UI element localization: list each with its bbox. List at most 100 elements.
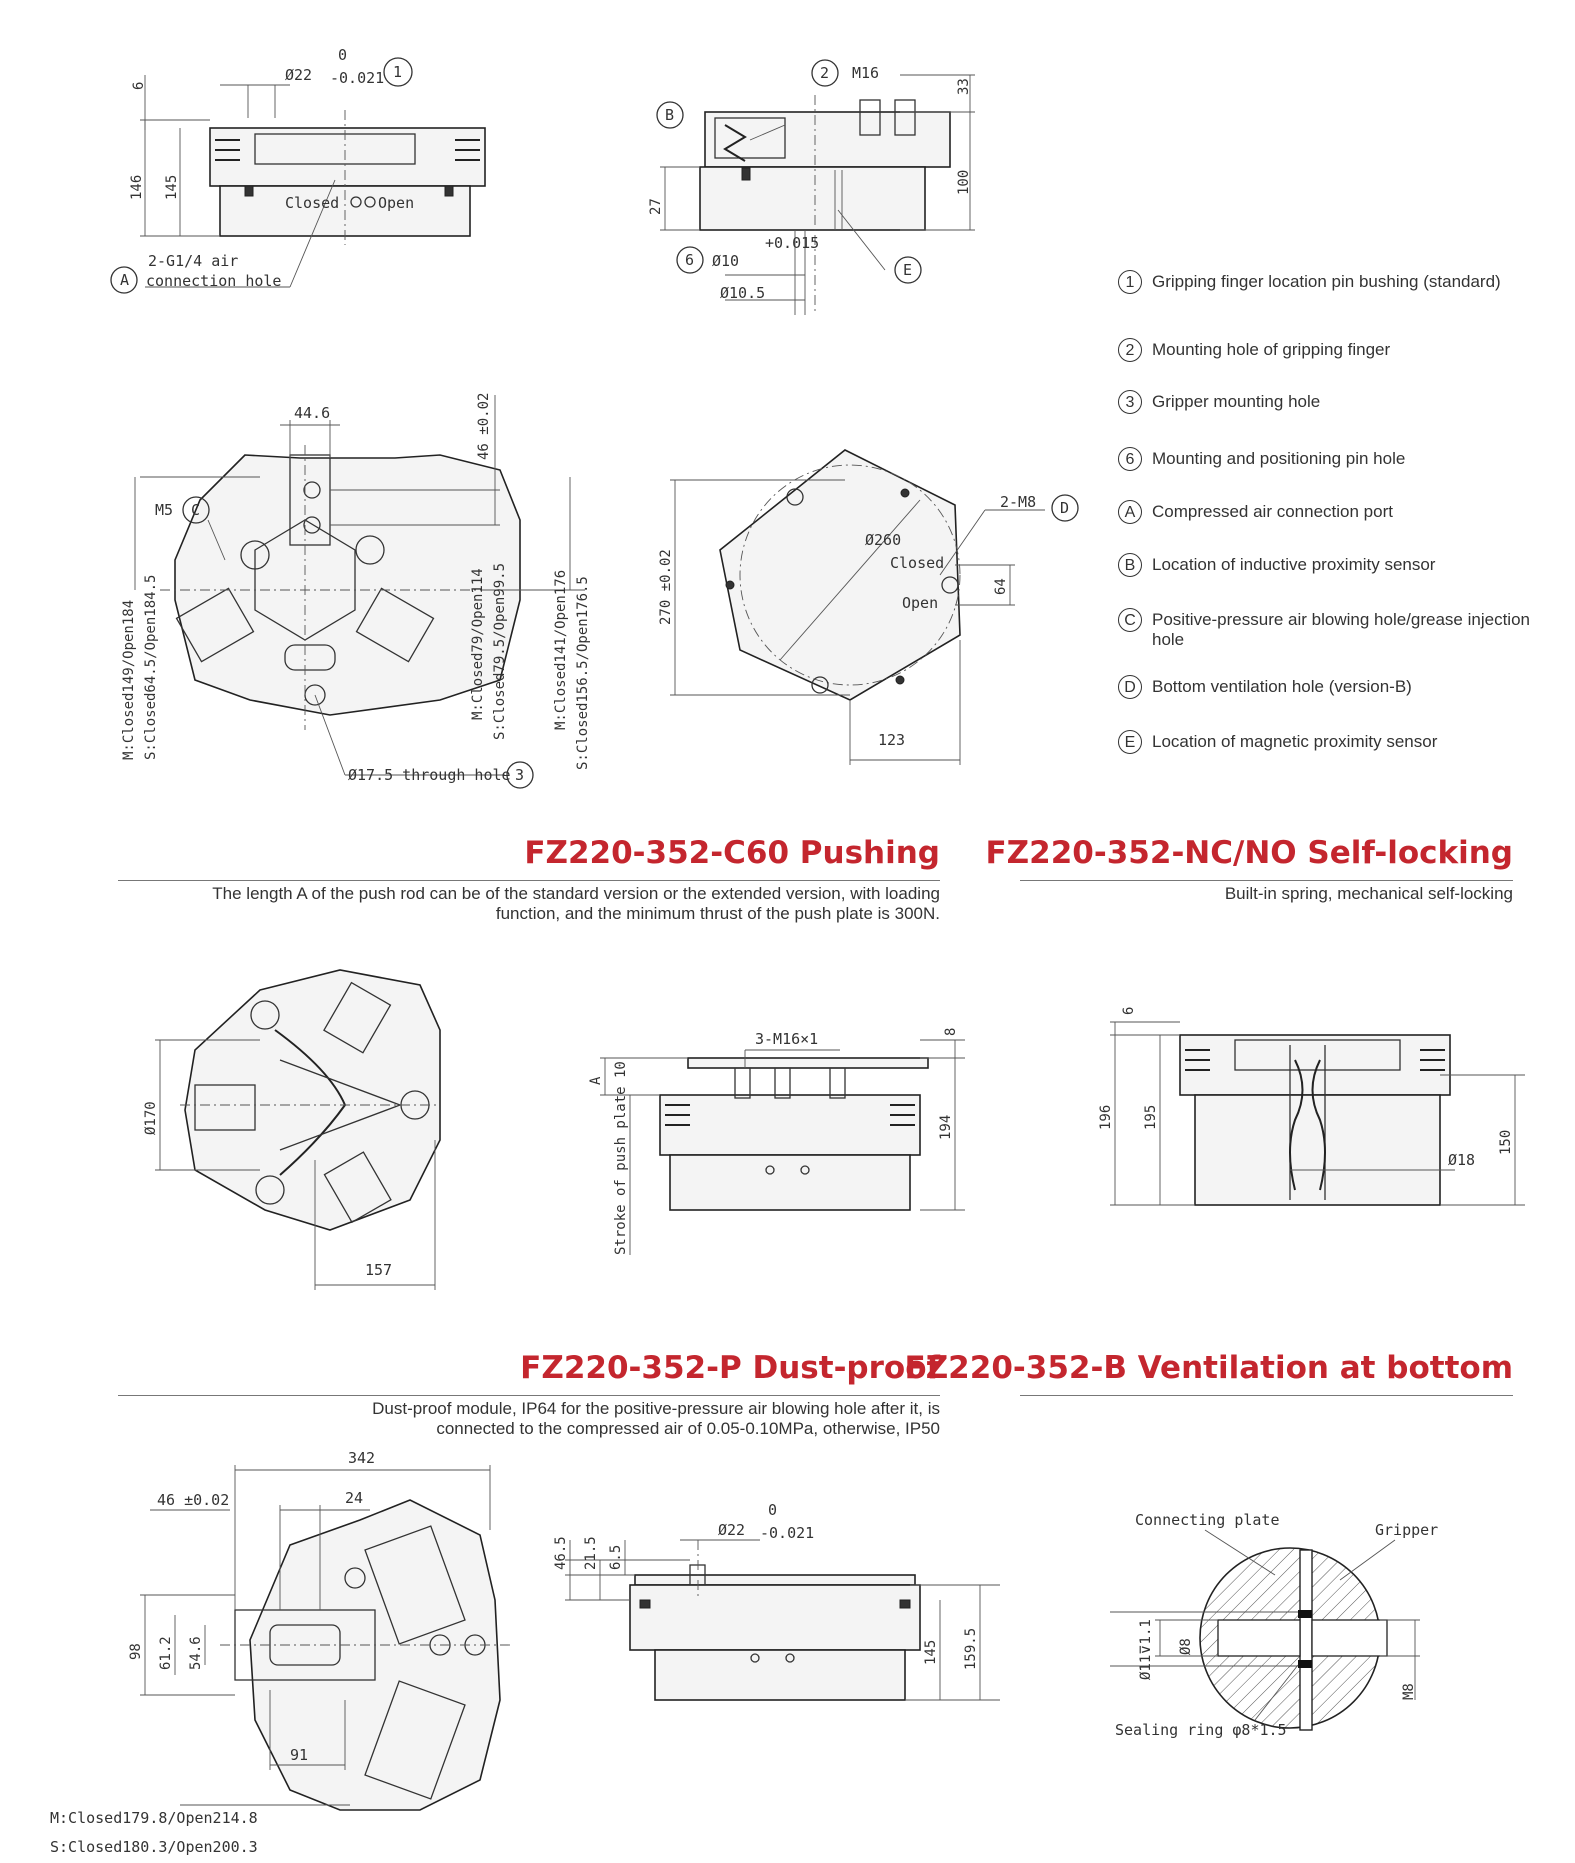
legend-text: Bottom ventilation hole (version-B) bbox=[1152, 677, 1412, 696]
dim-146-label: 146 bbox=[129, 175, 145, 200]
legend-text: Positive-pressure air blowing hole/greas… bbox=[1152, 610, 1530, 649]
tol-021-2: -0.021 bbox=[760, 1524, 814, 1542]
through-hole-label: Ø17.5 through hole bbox=[348, 766, 511, 784]
dim-6b-label: 6 bbox=[1121, 1007, 1137, 1015]
mc114-label: M:Closed79/Open114 bbox=[470, 568, 486, 720]
legend-num: 3 bbox=[1118, 390, 1142, 414]
legend-item-D: D Bottom ventilation hole (version-B) bbox=[1118, 675, 1558, 699]
selflock-side-view: Ø18 6 196 195 150 bbox=[1098, 1007, 1525, 1206]
m16-label: M16 bbox=[852, 64, 879, 82]
legend-item-3: 3 Gripper mounting hole bbox=[1118, 390, 1558, 414]
dim-24-label: 24 bbox=[345, 1489, 363, 1507]
legend-num: 6 bbox=[1118, 447, 1142, 471]
legend-item-1: 1 Gripping finger location pin bushing (… bbox=[1118, 270, 1558, 316]
d22-label: Ø22 bbox=[285, 66, 312, 84]
section-desc-pushing-line1: The length A of the push rod can be of t… bbox=[212, 884, 940, 903]
m8-label: M8 bbox=[1401, 1683, 1417, 1700]
legend-text: Mounting hole of gripping finger bbox=[1152, 340, 1391, 359]
legend-item-E: E Location of magnetic proximity sensor bbox=[1118, 730, 1558, 754]
tol-015: +0.015 bbox=[765, 234, 819, 252]
closed-label: Closed bbox=[285, 194, 339, 212]
dim-270-label: 270 ±0.02 bbox=[658, 549, 674, 625]
section-rule-ventilation bbox=[1020, 1395, 1513, 1396]
dim-195-label: 195 bbox=[1143, 1105, 1159, 1130]
pushing-side-view: 3-M16×1 8 A Stroke of push plate 10 194 bbox=[588, 1028, 965, 1255]
section-desc-dustproof-line2: connected to the compressed air of 0.05-… bbox=[436, 1419, 940, 1438]
legend-text: Gripper mounting hole bbox=[1152, 392, 1321, 411]
label-2: 2 bbox=[820, 64, 829, 82]
label-D: D bbox=[1060, 499, 1069, 517]
dim-46-5-label: 46.5 bbox=[553, 1536, 569, 1570]
section-title-ventilation: FZ220-352-B Ventilation at bottom bbox=[904, 1350, 1513, 1386]
top-view-hexagon: 3 C M5 44.6 Ø17.5 through hole 46 ±0.02 … bbox=[121, 393, 591, 789]
mc176-label: M:Closed141/Open176 bbox=[553, 570, 569, 730]
dustproof-side-view: Ø22 0 -0.021 46.5 21.5 6.5 145 159.5 bbox=[553, 1501, 1000, 1701]
dim-33-label: 33 bbox=[956, 78, 972, 95]
dim-100-label: 100 bbox=[956, 170, 972, 195]
dim-159-5-label: 159.5 bbox=[963, 1628, 979, 1670]
dim-123-label: 123 bbox=[878, 731, 905, 749]
legend-num: D bbox=[1118, 675, 1142, 699]
label-E: E bbox=[903, 261, 912, 279]
dim-150-label: 150 bbox=[1498, 1130, 1514, 1155]
dim-145b-label: 145 bbox=[923, 1640, 939, 1665]
dim-194-label: 194 bbox=[938, 1115, 954, 1140]
gripper-label: Gripper bbox=[1375, 1521, 1438, 1539]
legend-item-A: A Compressed air connection port bbox=[1118, 500, 1558, 524]
section-desc-selflock: Built-in spring, mechanical self-locking bbox=[1020, 884, 1513, 904]
dim-6-label: 6 bbox=[131, 82, 147, 90]
stroke-label: Stroke of push plate 10 bbox=[613, 1061, 629, 1255]
sc184-label: S:Closed64.5/Open184.5 bbox=[143, 575, 159, 760]
label-B: B bbox=[665, 106, 674, 124]
sc200-label: S:Closed180.3/Open200.3 bbox=[50, 1838, 258, 1856]
tol-0: 0 bbox=[338, 46, 347, 64]
section-title-dustproof: FZ220-352-P Dust-proof bbox=[520, 1350, 940, 1386]
tol-0-2: 0 bbox=[768, 1501, 777, 1519]
legend-num: 1 bbox=[1118, 270, 1142, 294]
dim-A-label: A bbox=[588, 1076, 604, 1085]
bottom-view-hexagon: D 2-M8 Ø260 Closed Open 123 270 ±0.02 64 bbox=[658, 449, 1079, 765]
section-desc-dustproof-line1: Dust-proof module, IP64 for the positive… bbox=[372, 1399, 940, 1418]
dustproof-top-view: 342 46 ±0.02 24 91 M:Closed179.8/Open214… bbox=[50, 1449, 510, 1856]
dim-46-tol-label: 46 ±0.02 bbox=[476, 393, 492, 460]
section-rule-dustproof bbox=[118, 1395, 940, 1396]
mc184-label: M:Closed149/Open184 bbox=[121, 600, 137, 760]
closed-label-2: Closed bbox=[890, 554, 944, 572]
ventilation-detail: Connecting plate Gripper Sealing ring φ8… bbox=[1110, 1511, 1438, 1739]
section-desc-pushing: The length A of the push rod can be of t… bbox=[118, 884, 940, 924]
d18-label: Ø18 bbox=[1448, 1151, 1475, 1169]
dim-64-label: 64 bbox=[993, 578, 1009, 595]
section-view-sensor: B 2 6 E M16 Ø10 +0.015 Ø10.5 33 100 27 bbox=[648, 59, 975, 315]
legend-item-6: 6 Mounting and positioning pin hole bbox=[1118, 447, 1558, 471]
m16x1-label: 3-M16×1 bbox=[755, 1030, 818, 1048]
legend-text: Mounting and positioning pin hole bbox=[1152, 449, 1406, 468]
dim-54-6-label: 54.6 bbox=[188, 1636, 204, 1670]
legend-num: A bbox=[1118, 500, 1142, 524]
legend-item-2: 2 Mounting hole of gripping finger bbox=[1118, 338, 1558, 362]
dim-46b-label: 46 ±0.02 bbox=[157, 1491, 229, 1509]
d170-label: Ø170 bbox=[143, 1101, 159, 1135]
sc99-label: S:Closed79.5/Open99.5 bbox=[492, 563, 508, 740]
air-hole-label-2: connection hole bbox=[146, 272, 281, 290]
legend-num: 2 bbox=[1118, 338, 1142, 362]
section-title-pushing: FZ220-352-C60 Pushing bbox=[524, 835, 940, 871]
m8-2-label: 2-M8 bbox=[1000, 493, 1036, 511]
legend-text: Gripping finger location pin bushing (st… bbox=[1152, 272, 1501, 291]
tol-021: -0.021 bbox=[330, 69, 384, 87]
sealing-label: Sealing ring φ8*1.5 bbox=[1115, 1721, 1287, 1739]
dim-27-label: 27 bbox=[648, 198, 664, 215]
dim-145-label: 145 bbox=[164, 175, 180, 200]
section-desc-pushing-line2: function, and the minimum thrust of the … bbox=[495, 904, 940, 923]
legend-num: C bbox=[1118, 608, 1142, 632]
dim-8-label: 8 bbox=[943, 1028, 959, 1036]
dim-21-5-label: 21.5 bbox=[583, 1536, 599, 1570]
side-view-standard: A 1 Ø22 0 -0.021 Closed Open 2-G1/4 air … bbox=[110, 46, 486, 294]
dim-157-label: 157 bbox=[365, 1261, 392, 1279]
section-desc-selflock-line1: Built-in spring, mechanical self-locking bbox=[1224, 884, 1513, 903]
label-1: 1 bbox=[393, 63, 402, 81]
label-3: 3 bbox=[515, 766, 524, 784]
d260-label: Ø260 bbox=[865, 531, 901, 549]
dim-342-label: 342 bbox=[348, 1449, 375, 1467]
section-rule-selflock bbox=[1020, 880, 1513, 881]
